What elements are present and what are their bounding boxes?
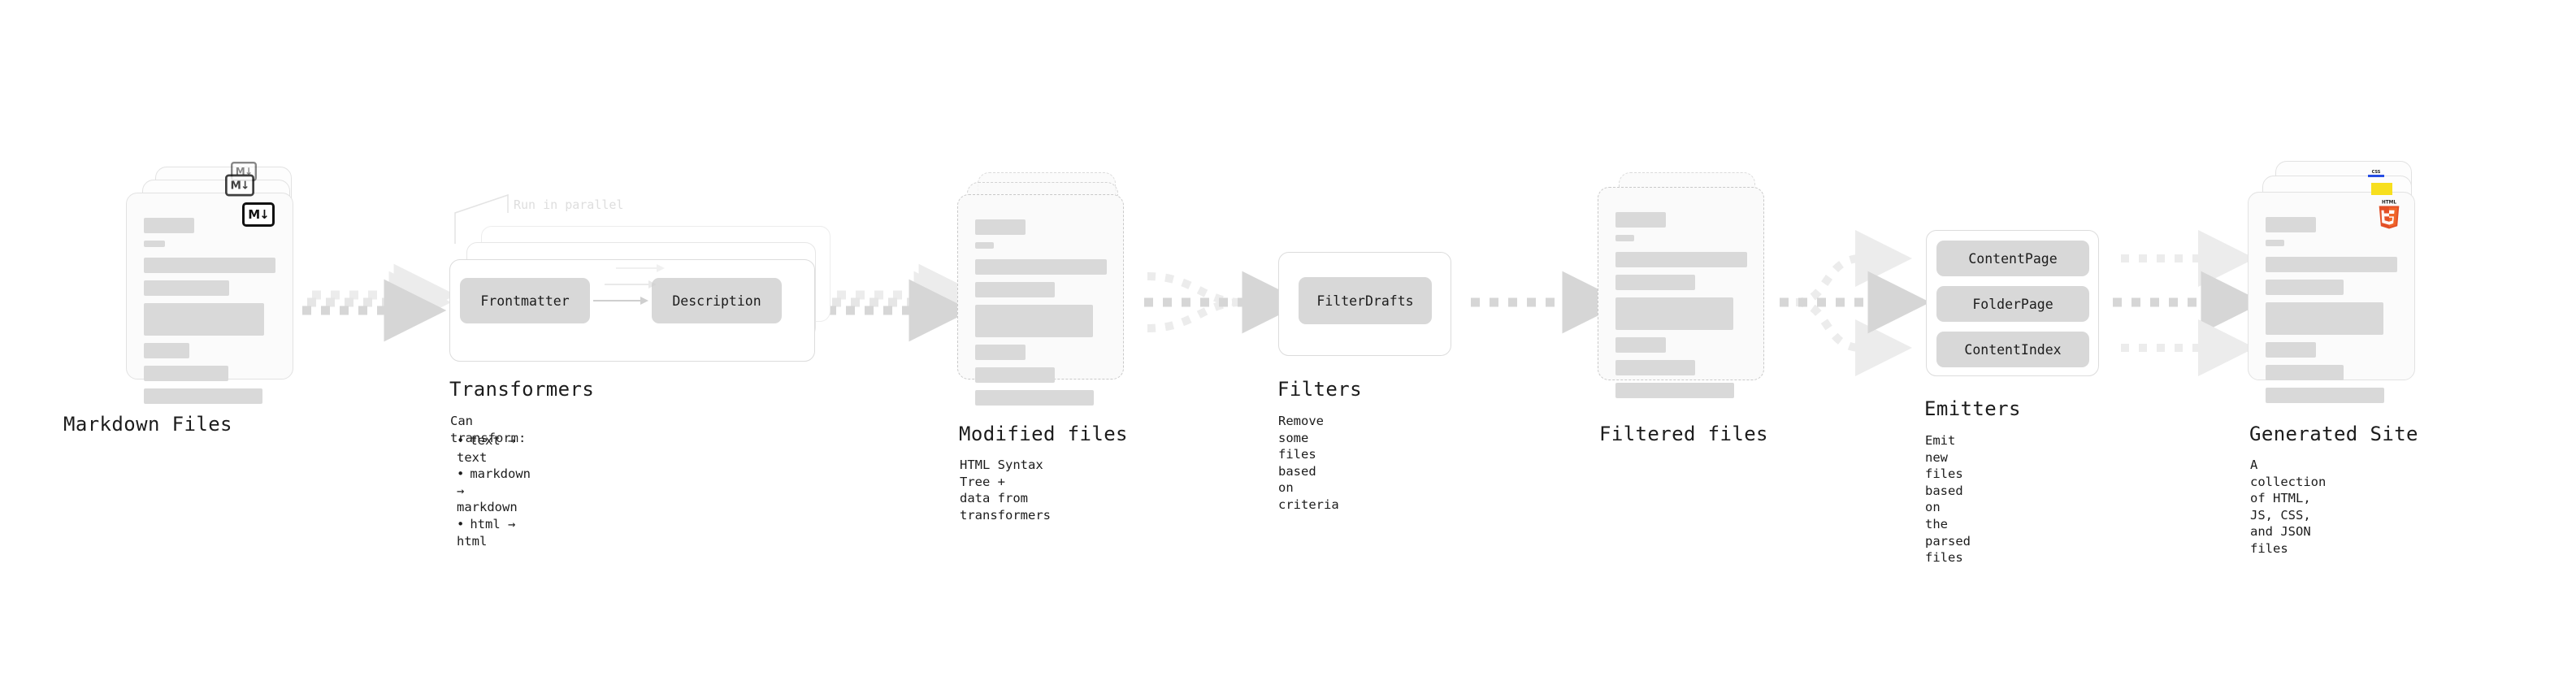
modified-files-caption: HTML Syntax Tree + data from transformer… xyxy=(960,458,1051,523)
skeleton-line xyxy=(144,343,189,358)
skeleton-line xyxy=(2266,217,2316,232)
skeleton-line xyxy=(1615,275,1695,290)
skeleton-line xyxy=(1615,252,1747,267)
skeleton-line xyxy=(1615,297,1733,330)
filtered-skeleton xyxy=(1615,212,1749,406)
skeleton-line xyxy=(144,280,229,296)
skeleton-line xyxy=(2266,257,2397,272)
skeleton-line xyxy=(975,367,1055,383)
skeleton-line xyxy=(975,219,1026,235)
generated-site-caption: A collection of HTML, JS, CSS, and JSON … xyxy=(2250,458,2327,557)
markdown-card-front xyxy=(126,193,293,404)
generated-card-html xyxy=(2248,192,2415,403)
generated-skeleton xyxy=(2266,217,2400,410)
chip-link-arrow-icon xyxy=(616,264,665,272)
connector-emitters-to-generated xyxy=(2113,230,2264,376)
skeleton-line xyxy=(144,258,275,273)
emitter-chip-contentindex[interactable]: ContentIndex xyxy=(1936,332,2089,367)
svg-text:CSS: CSS xyxy=(2372,170,2381,175)
chip-link-arrow-icon xyxy=(593,297,648,305)
skeleton-line xyxy=(1615,383,1734,398)
html5-badge-icon: HTML xyxy=(2379,201,2400,229)
skeleton-line xyxy=(1615,212,1666,228)
skeleton-line xyxy=(975,242,994,249)
stage-title-emitters: Emitters xyxy=(1924,397,2021,420)
filters-panel: FilterDrafts xyxy=(1278,252,1451,356)
skeleton-line xyxy=(975,305,1093,337)
filter-chip-filterdrafts[interactable]: FilterDrafts xyxy=(1299,277,1432,324)
skeleton-line xyxy=(975,282,1055,297)
svg-text:HTML: HTML xyxy=(2382,201,2396,206)
connector-modified-to-filters xyxy=(1144,271,1305,334)
filtered-card-front xyxy=(1598,187,1764,398)
skeleton-line xyxy=(2266,280,2344,295)
skeleton-line xyxy=(2266,302,2383,335)
skeleton-line xyxy=(144,241,165,247)
connector-filtered-to-emitters xyxy=(1780,230,1931,376)
skeleton-line xyxy=(2266,365,2344,380)
skeleton-line xyxy=(144,366,228,381)
stage-title-modified-files: Modified files xyxy=(959,423,1128,445)
skeleton-line xyxy=(1615,360,1695,375)
emitters-panel: ContentPage FolderPage ContentIndex xyxy=(1926,230,2099,376)
transform-bullet: html → html xyxy=(457,516,531,549)
stage-title-transformers: Transformers xyxy=(449,378,595,401)
transformer-chip-description[interactable]: Description xyxy=(652,278,782,323)
transformer-panel-front: Frontmatter Description xyxy=(449,259,815,362)
transform-bullet: markdown → markdown xyxy=(457,466,531,516)
markdown-badge-mid: M↓ xyxy=(225,174,254,197)
connector-markdown-to-transformers xyxy=(302,263,457,342)
skeleton-line xyxy=(144,388,262,404)
skeleton-line xyxy=(975,345,1026,360)
skeleton-line xyxy=(1615,235,1634,241)
skeleton-line xyxy=(975,390,1094,406)
modified-card-front xyxy=(957,194,1124,406)
markdown-skeleton xyxy=(144,218,278,411)
js-badge-icon xyxy=(2371,183,2392,195)
stage-title-filtered-files: Filtered files xyxy=(1599,423,1768,445)
skeleton-line xyxy=(2266,342,2316,358)
skeleton-line xyxy=(2266,240,2284,246)
connector-transformers-to-modified xyxy=(827,263,982,342)
emitter-chip-contentpage[interactable]: ContentPage xyxy=(1936,241,2089,276)
skeleton-line xyxy=(975,259,1107,275)
transform-bullet: text → text xyxy=(457,432,531,466)
skeleton-line xyxy=(1615,337,1666,353)
skeleton-line xyxy=(2266,388,2384,403)
stage-title-generated-site: Generated Site xyxy=(2249,423,2418,445)
transformer-chip-frontmatter[interactable]: Frontmatter xyxy=(460,278,590,323)
filters-caption: Remove some files based on criteria xyxy=(1278,414,1339,513)
markdown-badge: M↓ xyxy=(242,202,275,227)
run-in-parallel-label: Run in parallel xyxy=(514,197,624,212)
chip-link-arrow-icon xyxy=(605,280,657,288)
emitters-caption: Emit new files based on the parsed files xyxy=(1925,433,1971,566)
stage-title-markdown-files: Markdown Files xyxy=(63,413,232,436)
css-badge-icon: CSS xyxy=(2368,170,2384,177)
emitter-chip-folderpage[interactable]: FolderPage xyxy=(1936,286,2089,322)
skeleton-line xyxy=(144,218,194,233)
transformers-bullet-list: text → text markdown → markdown html → h… xyxy=(457,432,531,549)
skeleton-line xyxy=(144,303,264,336)
stage-title-filters: Filters xyxy=(1277,378,1362,401)
modified-skeleton xyxy=(975,219,1108,413)
